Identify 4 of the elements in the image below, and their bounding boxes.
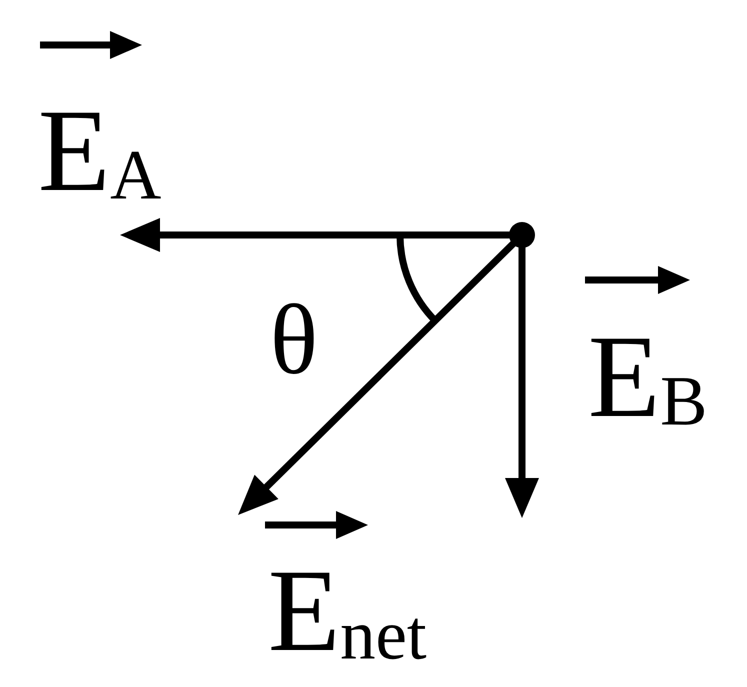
angle-label: θ bbox=[270, 290, 318, 390]
vector-label: E$_{A}$ bbox=[38, 92, 162, 212]
vector-label: E$_{net}$ bbox=[268, 552, 427, 672]
vector-label: E$_{B}$ bbox=[588, 318, 708, 438]
